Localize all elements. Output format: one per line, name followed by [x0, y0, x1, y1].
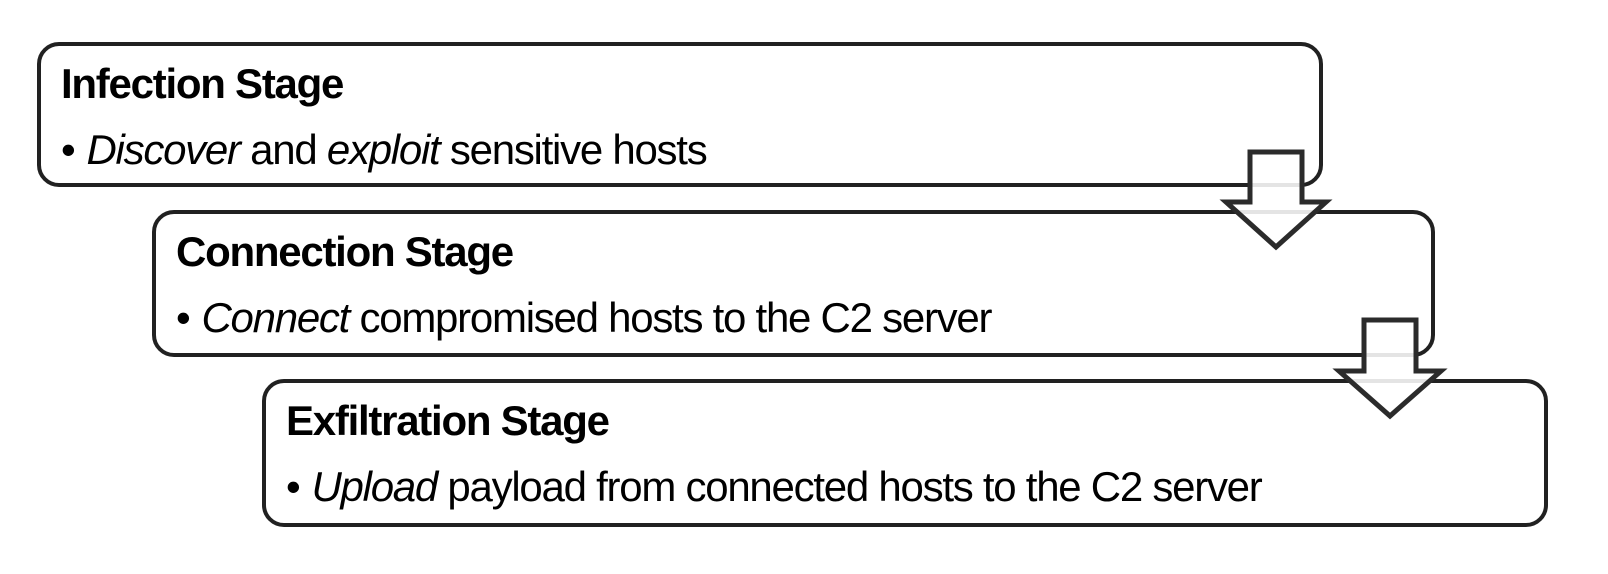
bullet-text: sensitive hosts	[439, 126, 708, 173]
bullet-italic-word: Discover	[86, 126, 241, 173]
stage-box-connection: Connection Stage •Connect compromised ho…	[152, 210, 1435, 357]
stage-title: Connection Stage	[176, 228, 514, 275]
stage-bullet: •Discover and exploit sensitive hosts	[61, 125, 1299, 175]
stage-bullet: •Upload payload from connected hosts to …	[286, 462, 1524, 512]
bullet-text: compromised hosts to the C2 server	[349, 294, 992, 341]
stage-box-infection: Infection Stage •Discover and exploit se…	[37, 42, 1323, 187]
stage-title: Exfiltration Stage	[286, 397, 610, 444]
bullet-italic-word: exploit	[326, 126, 441, 173]
stage-box-exfiltration: Exfiltration Stage •Upload payload from …	[262, 379, 1548, 527]
bullet-icon: •	[286, 463, 301, 510]
bullet-text: payload from connected hosts to the C2 s…	[437, 463, 1262, 510]
bullet-text: and	[239, 126, 327, 173]
bullet-icon: •	[176, 294, 191, 341]
stage-bullet: •Connect compromised hosts to the C2 ser…	[176, 293, 1411, 343]
bullet-italic-word: Upload	[311, 463, 438, 510]
stage-title: Infection Stage	[61, 60, 344, 107]
bullet-italic-word: Connect	[201, 294, 350, 341]
bullet-icon: •	[61, 126, 76, 173]
